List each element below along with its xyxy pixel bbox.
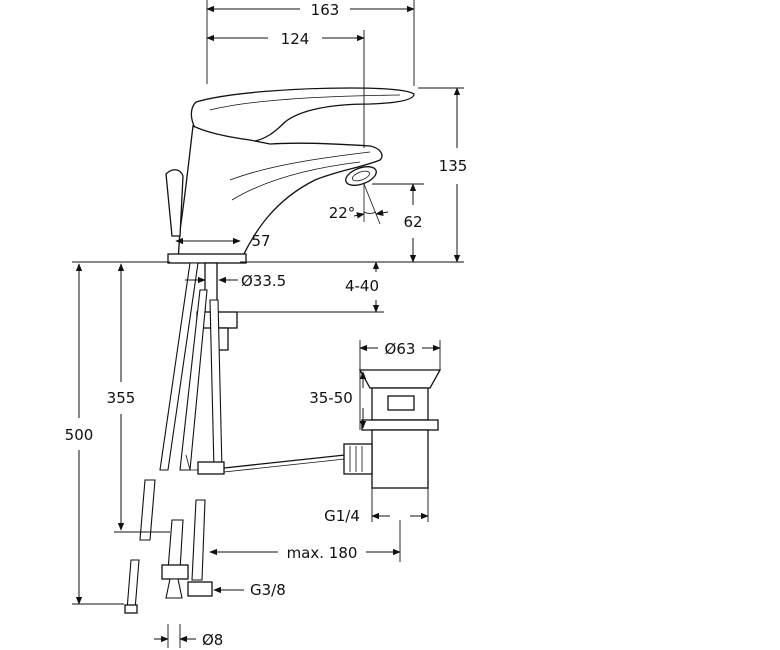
waste-fitting — [343, 369, 442, 489]
dim-spout-angle: 22° — [329, 204, 356, 222]
dim-spout-height: 62 — [403, 213, 422, 231]
dim-hose-diameter: Ø8 — [202, 631, 223, 649]
dim-base-offset: 57 — [251, 232, 270, 250]
dim-rod-length: max. 180 — [287, 544, 358, 562]
supply-hoses — [124, 262, 346, 614]
dim-waste-thread: G1/4 — [324, 507, 360, 525]
dim-hose-length-short: 355 — [107, 389, 136, 407]
dim-hose-length-long: 500 — [65, 426, 94, 444]
dim-deck-thickness: 4-40 — [345, 277, 379, 295]
dimension-lines — [72, 0, 464, 648]
dim-spout-reach: 124 — [281, 30, 310, 48]
dim-waste-adjust: 35-50 — [309, 389, 353, 407]
dim-connection-thread: G3/8 — [250, 581, 286, 599]
faucet-body — [165, 87, 415, 264]
dim-overall-height: 135 — [439, 157, 468, 175]
dim-base-diameter: Ø33.5 — [241, 272, 286, 290]
dim-overall-width: 163 — [311, 1, 340, 19]
dim-waste-diameter: Ø63 — [385, 340, 416, 358]
